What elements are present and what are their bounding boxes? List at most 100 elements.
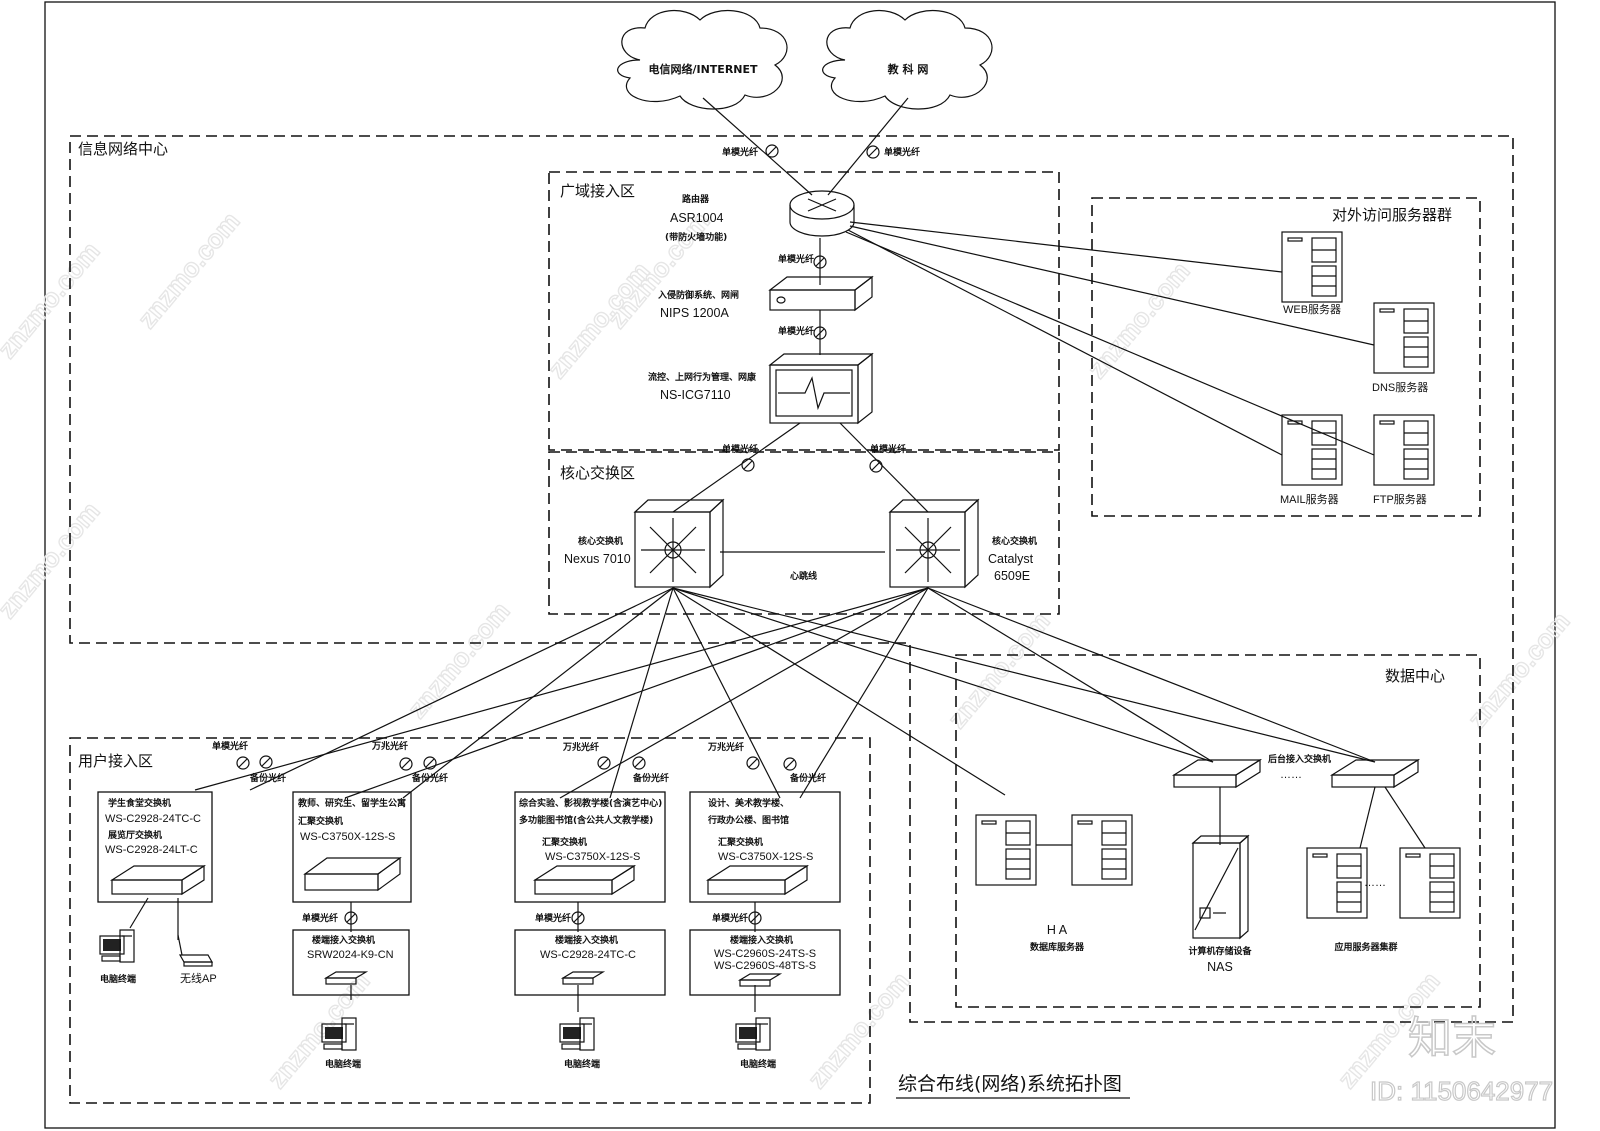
backend-switch-icon [1329, 758, 1421, 789]
backup-fiber-label: 备份光纤 [249, 772, 286, 784]
router-icon [789, 190, 855, 237]
zone-info-center-border [69, 135, 1514, 1023]
fiber-label: 单模光纤 [722, 443, 758, 455]
g3-agg-label: 汇聚交换机 [542, 836, 587, 848]
backend-switch-ellipsis: …… [1280, 769, 1302, 781]
cloud-edu-label: 教 科 网 [887, 62, 929, 76]
access-group-1-box [97, 791, 213, 903]
core-switch-a-icon [633, 498, 725, 589]
nips-label: 入侵防御系统、网闸 [657, 289, 739, 301]
g2-agg-model: WS-C3750X-12S-S [300, 831, 395, 843]
app-cluster-label: 应用服务器集群 [1334, 941, 1397, 953]
g4-pc-label: 电脑终端 [740, 1058, 776, 1070]
server-tower-icon [1281, 231, 1343, 303]
fiber-labels: 单模光纤 单模光纤 单模光纤 单模光纤 单模光纤 单模光纤 单模光纤 备份光纤 … [212, 146, 920, 924]
fiber-label: 单模光纤 [722, 146, 758, 158]
core-a-label: 核心交换机 [578, 535, 623, 547]
g4-edge-label: 楼端接入交换机 [730, 934, 793, 946]
fiber-label: 单模光纤 [870, 443, 906, 455]
app-server-icon [1399, 847, 1461, 919]
ha-server-icon [1071, 814, 1133, 886]
db-server-label: 数据库服务器 [1030, 941, 1085, 953]
tengig-fiber-label: 万兆光纤 [371, 740, 408, 752]
g4-agg-model: WS-C3750X-12S-S [718, 851, 813, 863]
watermark: znzmo.com [942, 606, 1056, 734]
cloud-internet-label: 电信网络/INTERNET [648, 62, 758, 76]
core-b-model: Catalyst [988, 552, 1034, 566]
zone-wan-label: 广域接入区 [560, 182, 635, 200]
wireless-ap-icon [177, 934, 214, 967]
server-tower-icon [1373, 414, 1435, 486]
pc-terminal-icon [321, 1017, 357, 1051]
backup-fiber-label: 备份光纤 [632, 772, 669, 784]
server-tower-icon [1281, 414, 1343, 486]
g2-pc-label: 电脑终端 [325, 1058, 361, 1070]
g3-agg-model: WS-C3750X-12S-S [545, 851, 640, 863]
fiber-label: 单模光纤 [778, 325, 814, 337]
g4-edge-model-1: WS-C2960S-24TS-S [714, 948, 816, 960]
backend-switch-icon [1171, 758, 1263, 789]
access-group-4-edge-box [689, 929, 841, 996]
cloud-internet: 电信网络/INTERNET [617, 9, 788, 110]
g1-ap-label: 无线AP [180, 971, 217, 985]
g3-edge-label: 楼端接入交换机 [555, 934, 618, 946]
zone-datacenter-label: 数据中心 [1385, 667, 1445, 685]
zone-user-border [69, 737, 871, 1104]
watermark: znzmo.com [132, 206, 246, 334]
brand-logo-text: 知末 [1408, 1013, 1496, 1064]
zone-wan-border [548, 171, 1060, 451]
icg-label: 流控、上网行为管理、网康 [648, 371, 757, 383]
g2-edge-model: SRW2024-K9-CN [307, 949, 394, 961]
g1-model-1: WS-C2928-24TC-C [105, 813, 201, 825]
zone-info-center-label: 信息网络中心 [78, 140, 168, 158]
aggregation-switch-icon [705, 864, 810, 896]
zone-user-label: 用户接入区 [78, 752, 153, 770]
zone-servers-ext-border [1091, 197, 1481, 517]
nips-model: NIPS 1200A [660, 306, 729, 320]
aggregation-switch-icon [532, 864, 637, 896]
ha-label: H A [1047, 923, 1068, 937]
firewall-icon [768, 275, 874, 312]
nas-label: 计算机存储设备 [1188, 945, 1252, 957]
backup-fiber-label: 备份光纤 [789, 772, 826, 784]
aggregation-switch-icon [303, 856, 402, 892]
g2-edge-label: 楼端接入交换机 [312, 934, 375, 946]
zone-core-border [548, 451, 1060, 615]
core-b-label: 核心交换机 [992, 535, 1037, 547]
access-group-2-box [292, 791, 412, 903]
access-group-4-box [689, 791, 841, 903]
router-label: 路由器 [682, 193, 710, 205]
fiber-label: 单模光纤 [302, 912, 338, 924]
watermark: znzmo.com [0, 236, 106, 364]
router-note: (带防火墙功能) [665, 231, 727, 243]
g4-building-label-1: 设计、美术教学楼、 [708, 797, 789, 809]
app-server-icon [1306, 847, 1368, 919]
g4-building-label-2: 行政办公楼、图书馆 [707, 814, 789, 826]
core-switch-b-icon [888, 498, 980, 589]
core-b-model-2: 6509E [994, 569, 1030, 583]
g3-building-label-2: 多功能图书馆(含公共人文教学楼) [519, 814, 653, 826]
access-group-3-box [514, 791, 666, 903]
cloud-edu: 教 科 网 [822, 9, 993, 110]
web-server-label: WEB服务器 [1283, 303, 1341, 316]
access-switch-icon [109, 864, 207, 896]
fiber-label: 单模光纤 [884, 146, 920, 158]
g2-apartment-label: 教师、研究生、留学生公寓 [297, 797, 406, 809]
pc-terminal-icon [559, 1017, 595, 1051]
server-tower-icon [1373, 302, 1435, 374]
link-lines [129, 97, 1426, 1012]
g4-agg-label: 汇聚交换机 [718, 836, 763, 848]
mail-server-label: MAIL服务器 [1280, 493, 1339, 506]
pc-terminal-icon [99, 929, 135, 963]
nas-model: NAS [1207, 960, 1233, 974]
watermark: znzmo.com [262, 966, 376, 1094]
ha-server-icon [975, 814, 1037, 886]
fiber-label: 单模光纤 [535, 912, 571, 924]
ftp-server-label: FTP服务器 [1373, 493, 1427, 506]
tengig-fiber-label: 万兆光纤 [562, 741, 599, 753]
fiber-markers [236, 144, 883, 925]
g2-agg-label: 汇聚交换机 [298, 815, 343, 827]
traffic-control-icon [768, 352, 874, 425]
watermark: znzmo.com [1462, 606, 1576, 734]
fiber-label: 单模光纤 [212, 740, 248, 752]
